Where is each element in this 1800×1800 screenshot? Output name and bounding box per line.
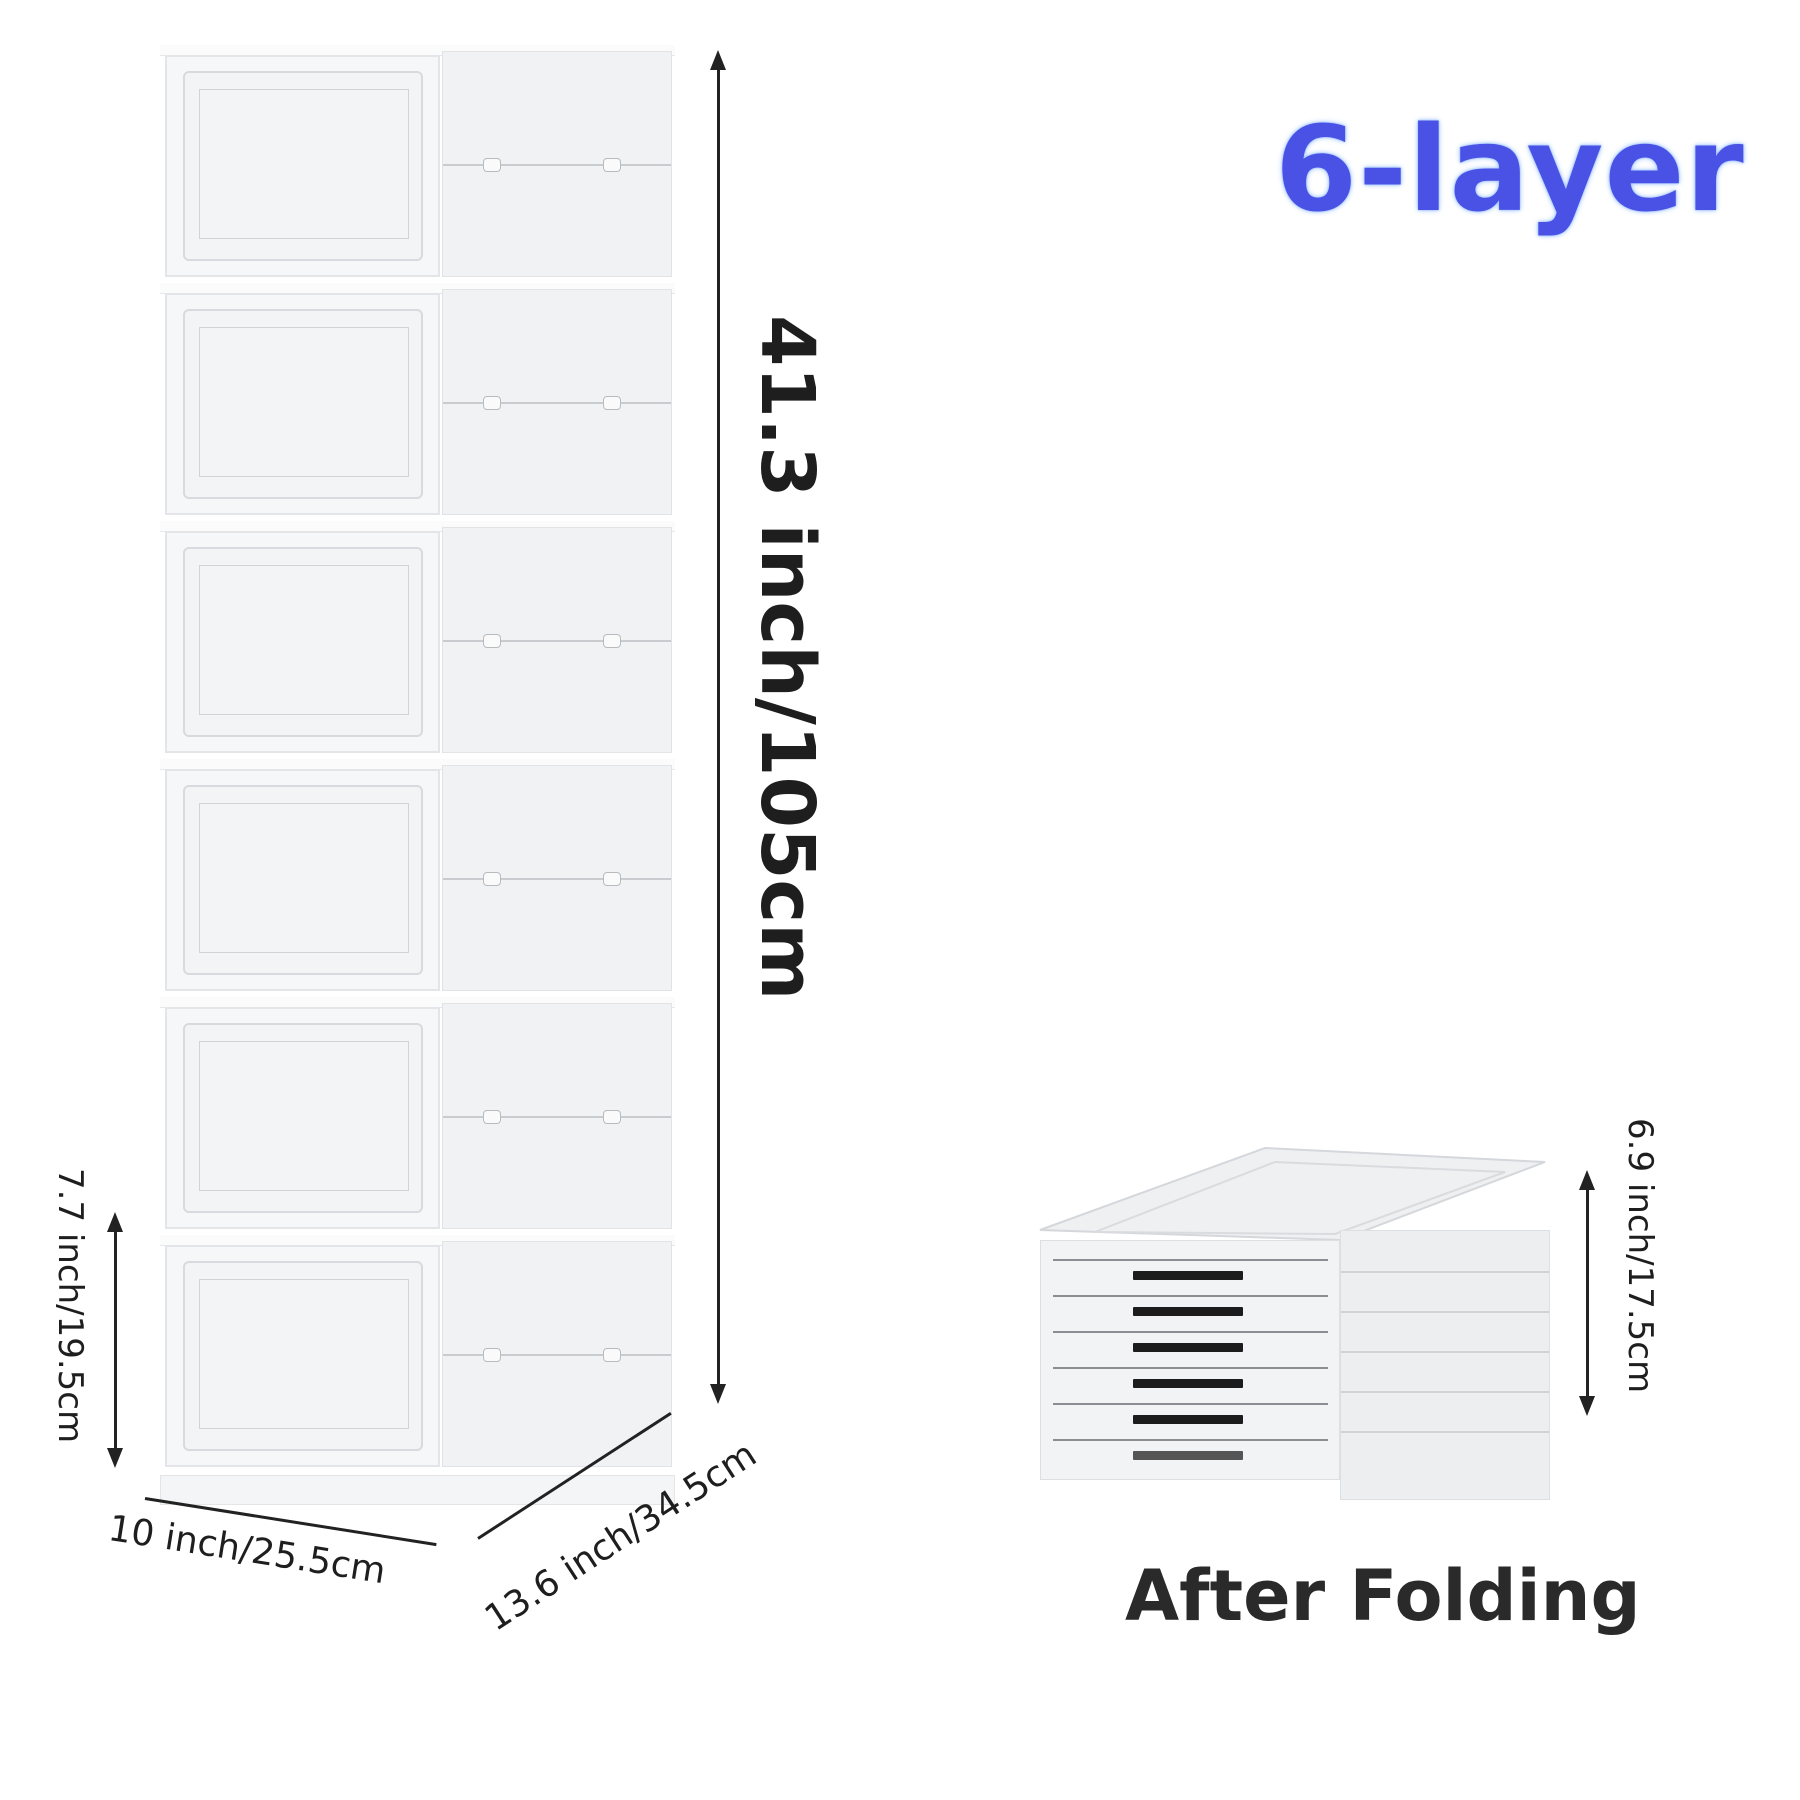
- folded-side: [1340, 1230, 1550, 1500]
- stacked-cabinet: [160, 45, 675, 1505]
- door-panel: [183, 1261, 423, 1451]
- cabinet-base: [160, 1475, 675, 1505]
- cabinet-layer: [160, 997, 675, 1235]
- door-panel: [183, 547, 423, 737]
- total-height-label: 41.3 inch/105cm: [744, 315, 830, 1001]
- drawer-handle: [1133, 1451, 1243, 1460]
- after-folding-caption: After Folding: [1125, 1555, 1641, 1637]
- cabinet-layer: [160, 1235, 675, 1473]
- cabinet-layer: [160, 521, 675, 759]
- door-panel: [183, 1023, 423, 1213]
- folded-cabinet: [1035, 1140, 1555, 1510]
- drawer-handle: [1133, 1343, 1243, 1352]
- drawer-handle: [1133, 1415, 1243, 1424]
- door-panel: [183, 309, 423, 499]
- folded-front: [1040, 1240, 1340, 1480]
- folded-height-label: 6.9 inch/17.5cm: [1620, 1118, 1660, 1394]
- product-title: 6-layer: [1275, 100, 1745, 238]
- cabinet-layer: [160, 283, 675, 521]
- drawer-handle: [1133, 1271, 1243, 1280]
- cabinet-layer: [160, 759, 675, 997]
- width-label: 10 inch/25.5cm: [105, 1508, 389, 1593]
- cabinet-layer: [160, 45, 675, 283]
- layer-height-label: 7.7 inch/19.5cm: [50, 1168, 90, 1444]
- door-panel: [183, 785, 423, 975]
- drawer-handle: [1133, 1307, 1243, 1316]
- door-panel: [183, 71, 423, 261]
- drawer-handle: [1133, 1379, 1243, 1388]
